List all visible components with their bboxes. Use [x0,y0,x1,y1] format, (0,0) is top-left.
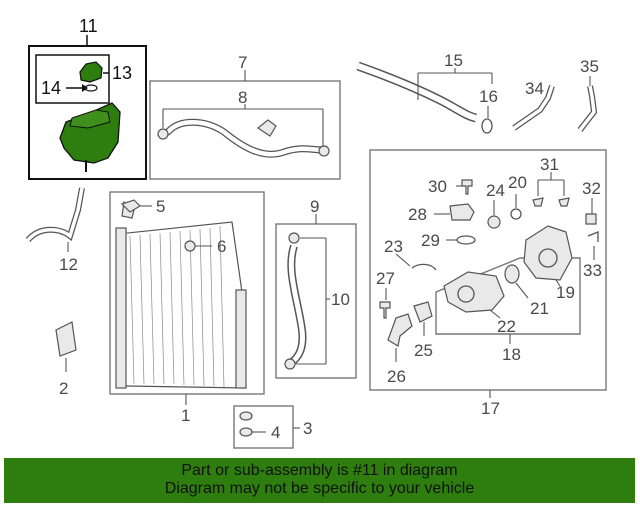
callout-4: 4 [271,423,280,442]
callout-3: 3 [303,419,312,438]
callout-32: 32 [582,179,601,198]
callout-12: 12 [59,255,78,274]
callout-26: 26 [387,367,406,386]
callout-1: 1 [181,406,190,425]
callout-13: 13 [112,63,132,83]
callout-11: 11 [79,16,98,36]
radiator-box [109,191,265,395]
reservoir-assembly-group[interactable] [28,35,147,180]
callout-33: 33 [583,261,602,280]
banner-line-1: Part or sub-assembly is #11 in diagram [181,462,458,479]
callout-14: 14 [41,78,61,98]
callout-29: 29 [421,231,440,250]
callout-2: 2 [59,379,68,398]
callout-24: 24 [486,181,505,200]
callout-17: 17 [481,399,500,418]
callout-21: 21 [530,299,549,318]
callout-25: 25 [414,341,433,360]
banner-line-2: Diagram may not be specific to your vehi… [164,480,475,497]
info-banner: Part or sub-assembly is #11 in diagram D… [4,458,635,503]
callout-6: 6 [217,237,226,256]
callout-28: 28 [408,205,427,224]
callout-16: 16 [479,87,498,106]
callout-35: 35 [580,57,599,76]
callout-27: 27 [376,269,395,288]
mount-box [233,405,294,449]
callout-7: 7 [238,53,247,72]
parts-diagram: 11 13 14 7 8 15 16 34 35 1 5 [25,16,607,449]
callout-31: 31 [540,155,559,174]
callout-15: 15 [444,51,463,70]
callout-9: 9 [310,197,319,216]
callout-19: 19 [556,283,575,302]
callout-34: 34 [525,79,544,98]
callout-5: 5 [156,197,165,216]
callout-20: 20 [508,173,527,192]
callout-23: 23 [384,237,403,256]
callout-10: 10 [331,290,350,309]
callout-22: 22 [497,317,516,336]
callout-18: 18 [502,345,521,364]
callout-8: 8 [238,88,247,107]
callout-30: 30 [428,177,447,196]
water-outlet-box [369,149,607,391]
